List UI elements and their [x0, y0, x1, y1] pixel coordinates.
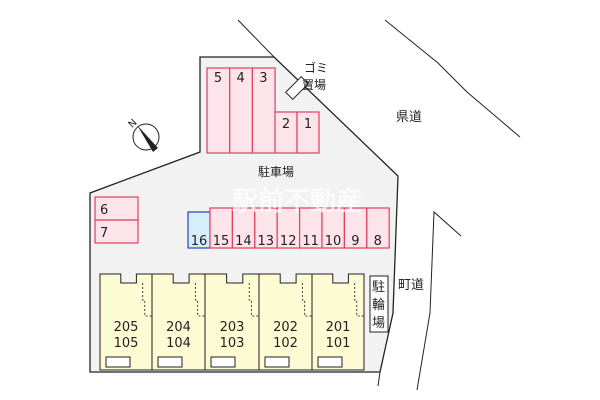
parking-space-4-number: 4	[237, 71, 245, 86]
parking-space-7: 7	[94, 219, 139, 244]
parking-space-1-number: 1	[304, 117, 312, 132]
road-line-prefectural	[384, 19, 521, 138]
unit-lower-number: 104	[166, 336, 191, 351]
unit-upper-number: 205	[114, 320, 139, 335]
unit-lower-number: 102	[273, 336, 298, 351]
parking-space-11: 11	[299, 207, 323, 249]
parking-space-12: 12	[276, 207, 301, 249]
unit-upper-number: 203	[220, 320, 245, 335]
svg-text:場: 場	[372, 316, 385, 331]
parking-space-6-number: 6	[100, 203, 108, 218]
parking-label: 駐車場	[258, 164, 294, 179]
compass-icon: N	[127, 117, 160, 152]
parking-space-9-number: 9	[351, 234, 359, 249]
parking-space-10-number: 10	[325, 234, 342, 249]
parking-space-14-number: 14	[235, 234, 252, 249]
parking-space-2-number: 2	[282, 117, 290, 132]
unit-upper-number: 204	[166, 320, 191, 335]
bicycle-parking: 駐 輪 場	[369, 275, 389, 333]
road-line-town	[416, 210, 462, 391]
parking-space-13-number: 13	[258, 234, 275, 249]
unit-upper-number: 201	[326, 320, 351, 335]
parking-space-16: 16	[187, 211, 211, 249]
parking-space-4: 4	[229, 67, 253, 154]
parking-space-8-number: 8	[374, 234, 382, 249]
parking-space-11-number: 11	[302, 234, 319, 249]
parking-space-8: 8	[366, 207, 390, 249]
parking-space-5: 5	[206, 67, 231, 154]
parking-space-3: 3	[251, 67, 276, 154]
parking-space-13: 13	[254, 207, 278, 249]
garbage-area	[284, 75, 310, 101]
garbage-label-1: ゴミ	[304, 60, 328, 75]
parking-space-2: 2	[274, 111, 298, 154]
parking-space-15-number: 15	[213, 234, 230, 249]
town-road-label: 町道	[398, 278, 424, 293]
parking-space-16-number: 16	[191, 234, 208, 249]
parking-space-7-number: 7	[100, 226, 108, 241]
road-line-lot-edge	[237, 19, 275, 58]
parking-space-10: 10	[321, 207, 345, 249]
parking-space-3-number: 3	[259, 71, 267, 86]
unit-lower-number: 101	[326, 336, 351, 351]
unit-lower-number: 105	[114, 336, 139, 351]
parking-space-1: 1	[296, 111, 320, 154]
parking-space-12-number: 12	[280, 234, 297, 249]
parking-space-6: 6	[94, 196, 139, 221]
garbage-label-2: 置場	[302, 78, 326, 92]
parking-space-15: 15	[209, 207, 233, 249]
parking-space-5-number: 5	[214, 71, 222, 86]
prefectural-road-label: 県道	[396, 110, 422, 125]
svg-text:輪: 輪	[372, 297, 385, 313]
watermark: 駅前不動産	[232, 186, 362, 217]
unit-lower-number: 103	[220, 336, 245, 351]
svg-text:駐: 駐	[372, 280, 385, 295]
parking-space-9: 9	[343, 207, 368, 249]
road-line-lot-edge-bottom	[377, 371, 381, 387]
unit-upper-number: 202	[273, 320, 298, 335]
